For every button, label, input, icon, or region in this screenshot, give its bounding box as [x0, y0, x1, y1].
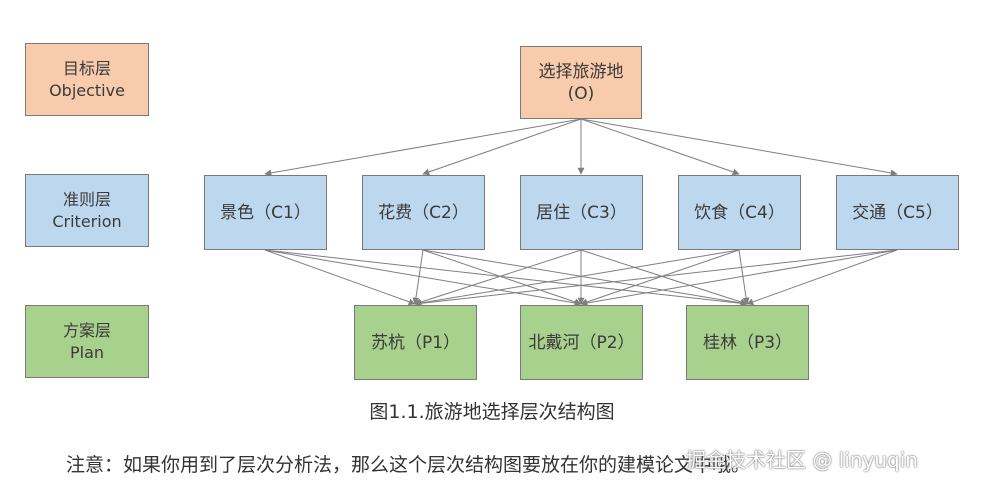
arrow-c5-to-p3: [746, 249, 898, 306]
arrow-c3-to-p3: [580, 249, 748, 306]
criterion-node-label: 景色（C1）: [220, 202, 311, 223]
layer-label-objective: 目标层 Objective: [25, 43, 149, 116]
plan-node-label: 苏杭（P1）: [370, 332, 461, 353]
arrow-c1-to-p3: [264, 249, 748, 307]
criterion-node-label: 居住（C3）: [536, 202, 627, 223]
arrow-c1-to-p2: [264, 249, 582, 307]
arrow-c1-to-p1: [264, 249, 416, 306]
plan-node-label: 北戴河（P2）: [528, 332, 635, 353]
arrow-c2-to-p2: [422, 249, 582, 306]
criterion-node-label: 花费（C2）: [378, 202, 469, 223]
layer-label-objective-cn: 目标层: [62, 58, 111, 78]
arrow-goal-to-c1: [264, 118, 582, 177]
plan-node-p2: 北戴河（P2）: [520, 305, 643, 380]
layer-label-objective-en: Objective: [49, 80, 125, 100]
goal-to-criteria-arrows: [264, 118, 898, 177]
goal-node: 选择旅游地 (O): [520, 46, 642, 119]
plan-node-label: 桂林（P3）: [702, 332, 793, 353]
arrow-c3-to-p1: [414, 249, 582, 306]
plan-node-p1: 苏杭（P1）: [354, 305, 477, 380]
arrow-goal-to-c2: [422, 118, 582, 176]
layer-label-plan-en: Plan: [69, 342, 105, 362]
layer-label-criterion-en: Criterion: [52, 211, 122, 231]
criterion-node-label: 交通（C5）: [852, 202, 943, 223]
layer-label-plan-cn: 方案层: [62, 320, 111, 340]
arrow-goal-to-c5: [580, 118, 898, 177]
figure-caption: 图1.1.旅游地选择层次结构图: [369, 401, 615, 423]
arrow-goal-to-c4: [580, 118, 740, 176]
goal-node-code: (O): [567, 83, 595, 104]
arrow-c5-to-p2: [580, 249, 898, 307]
criterion-node-label: 饮食（C4）: [694, 202, 785, 223]
criterion-node-c3: 居住（C3）: [520, 175, 643, 250]
plan-node-p3: 桂林（P3）: [686, 305, 809, 380]
criterion-node-c5: 交通（C5）: [836, 175, 959, 250]
note-text: 注意：如果你用到了层次分析法，那么这个层次结构图要放在你的建模论文中哦。: [66, 454, 751, 476]
criterion-node-c4: 饮食（C4）: [678, 175, 801, 250]
criterion-node-c1: 景色（C1）: [204, 175, 327, 250]
criteria-to-plan-arrows: [264, 249, 898, 307]
watermark: 掘金技术社区 @ linyuqin: [686, 448, 918, 472]
arrow-c4-to-p3: [738, 249, 750, 305]
arrow-c2-to-p3: [422, 249, 748, 307]
criterion-node-c2: 花费（C2）: [362, 175, 485, 250]
arrow-c5-to-p1: [414, 249, 898, 307]
layer-label-criterion-cn: 准则层: [62, 189, 111, 209]
arrow-c4-to-p1: [414, 249, 740, 307]
arrow-c2-to-p1: [412, 249, 424, 305]
goal-node-label: 选择旅游地: [538, 61, 624, 82]
layer-label-criterion: 准则层 Criterion: [25, 174, 149, 247]
layer-label-plan: 方案层 Plan: [25, 305, 149, 378]
